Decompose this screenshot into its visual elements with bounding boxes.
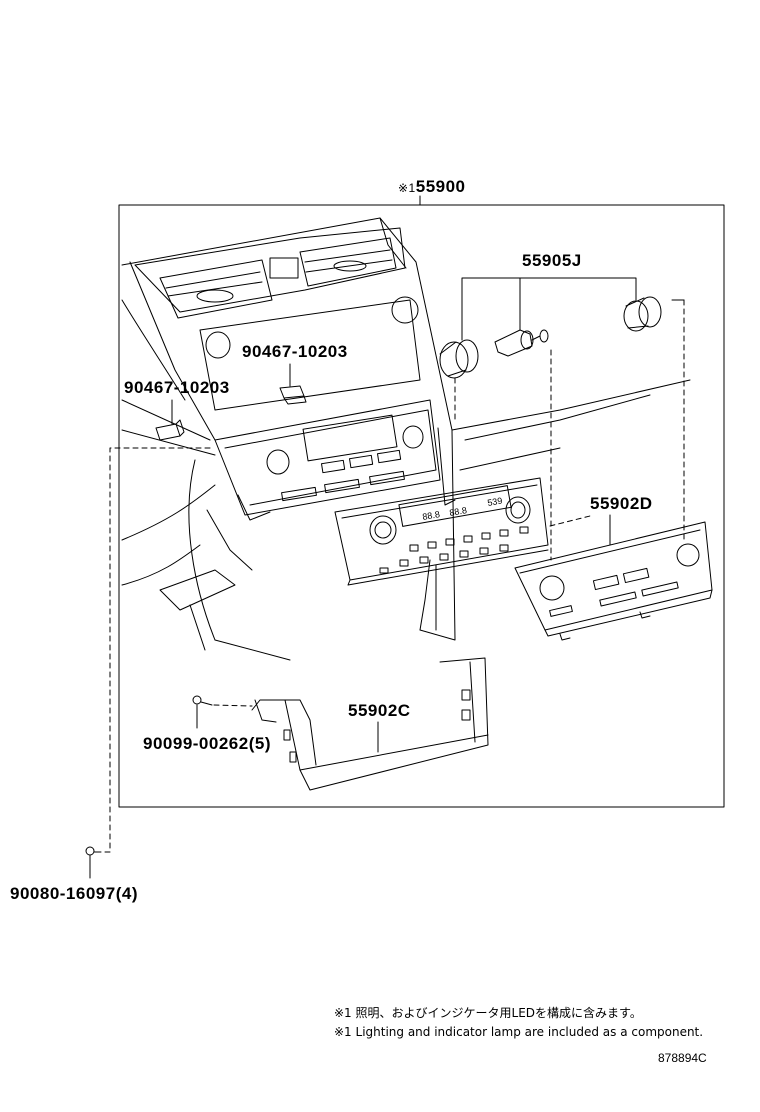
label-screw-inner: 90099-00262(5) <box>143 734 271 753</box>
diagram-code: 878894C <box>658 1051 707 1065</box>
clip-90467-upper <box>279 385 307 405</box>
display-readout-small: 539 <box>487 496 504 508</box>
label-bezel-55902C: 55902C <box>348 701 411 720</box>
label-knob-55905J: 55905J <box>522 251 582 270</box>
bezel-55902C <box>251 657 489 791</box>
knob-center <box>494 329 549 357</box>
label-assembly-55900: ※155900 <box>398 178 466 195</box>
label-clip-upper: 90467-10203 <box>242 342 348 361</box>
panel-55902D <box>514 521 713 641</box>
knob-left <box>439 339 479 379</box>
dashboard-outline <box>121 217 691 661</box>
climate-control-panel <box>334 477 549 586</box>
label-clip-left: 90467-10203 <box>124 378 230 397</box>
label-screw-outer: 90080-16097(4) <box>10 884 138 903</box>
air-vents <box>134 227 421 411</box>
installed-control-panel <box>214 399 456 521</box>
label-panel-55902D: 55902D <box>590 494 653 513</box>
screw-90080 <box>85 846 101 879</box>
knob-right <box>623 296 662 332</box>
knob-leaders <box>454 277 685 561</box>
leader-55902D-dash <box>549 515 591 527</box>
display-readout-right: 88.8 <box>449 505 468 518</box>
assembly-frame <box>118 204 725 808</box>
dash-line-outer <box>97 447 211 853</box>
note-english: ※1 Lighting and indicator lamp are inclu… <box>334 1025 704 1039</box>
screw-90099 <box>192 695 253 729</box>
display-readout-left: 88.8 <box>422 509 441 522</box>
clip-90467-left <box>155 419 185 441</box>
assembly-note-mark: ※1 <box>398 181 416 195</box>
assembly-number: 55900 <box>415 177 466 196</box>
note-japanese: ※1 照明、およびインジケータ用LEDを構成に含みます。 <box>334 1006 642 1020</box>
